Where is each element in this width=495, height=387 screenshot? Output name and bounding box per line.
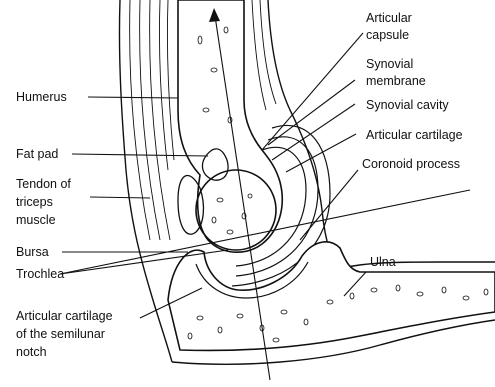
label-synovial-membrane-2: membrane (366, 74, 426, 88)
label-tendon-triceps-3: muscle (16, 213, 56, 227)
label-bursa: Bursa (16, 245, 49, 259)
anatomy-illustration (119, 0, 495, 380)
label-semilunar-2: of the semilunar (16, 327, 105, 341)
label-articular-capsule-2: capsule (366, 28, 409, 42)
ulna-shape (168, 242, 495, 351)
label-tendon-triceps-2: triceps (16, 195, 53, 209)
leader-humerus (88, 97, 178, 98)
label-semilunar-1: Articular cartilage (16, 309, 113, 323)
label-articular-capsule-1: Articular (366, 11, 412, 25)
arm-outline-left (119, 0, 172, 362)
leader-tendon-triceps (90, 197, 150, 198)
label-ulna: Ulna (370, 255, 396, 269)
label-articular-cartilage: Articular cartilage (366, 128, 463, 142)
label-synovial-membrane-1: Synovial (366, 57, 413, 71)
label-trochlea: Trochlea (16, 267, 64, 281)
label-fat-pad: Fat pad (16, 147, 58, 161)
label-humerus: Humerus (16, 90, 67, 104)
forearm-outline-top (336, 262, 495, 270)
leader-synovial-cavity (272, 104, 355, 160)
label-synovial-cavity: Synovial cavity (366, 98, 449, 112)
humerus-shape (178, 0, 282, 252)
label-tendon-triceps-1: Tendon of (16, 177, 71, 191)
label-semilunar-3: notch (16, 345, 47, 359)
label-coronoid-process: Coronoid process (362, 157, 460, 171)
